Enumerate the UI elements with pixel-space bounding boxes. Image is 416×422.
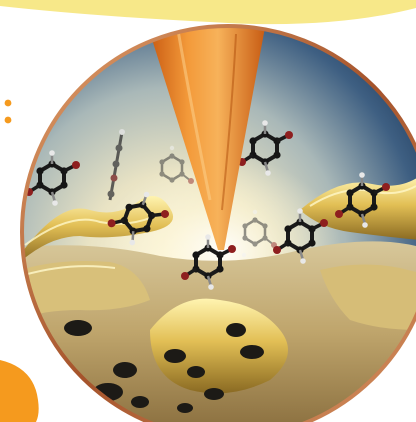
right-ridge <box>300 176 416 240</box>
top-banner <box>0 0 416 25</box>
stm-tip-icon <box>146 26 266 250</box>
right-terrace <box>320 264 416 330</box>
left-terrace <box>22 261 150 320</box>
molecule-icon <box>107 129 125 201</box>
center-mound <box>150 298 288 394</box>
orange-dot-icon <box>4 99 12 124</box>
orange-disc-corner <box>0 360 39 422</box>
circle-frame <box>20 24 416 422</box>
left-ridge <box>22 196 173 262</box>
surface-pits <box>64 320 264 413</box>
